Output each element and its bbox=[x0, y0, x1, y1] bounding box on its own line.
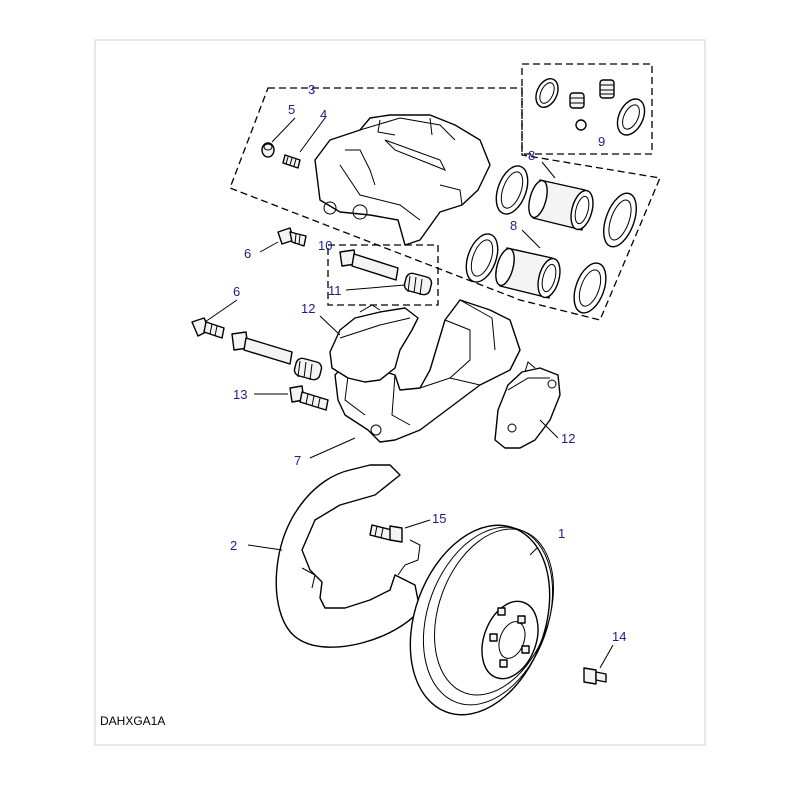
lower-piston-seals bbox=[465, 233, 607, 314]
outer-brake-pad bbox=[494, 361, 561, 449]
callout-15: 15 bbox=[432, 511, 446, 526]
dust-shield bbox=[275, 464, 421, 648]
callout-8-upper: 8 bbox=[528, 148, 535, 163]
caliper-body bbox=[314, 114, 491, 246]
callout-12-inner-pad: 12 bbox=[301, 301, 315, 316]
guide-bush-lower bbox=[293, 357, 323, 381]
bleed-screw bbox=[282, 154, 301, 169]
callout-3: 3 bbox=[308, 82, 315, 97]
callout-9: 9 bbox=[598, 134, 605, 149]
lower-mounting-bolt bbox=[191, 317, 225, 339]
bleed-cap bbox=[261, 142, 275, 158]
guide-pin-lower bbox=[231, 331, 293, 365]
callout-6-lower: 6 bbox=[233, 284, 240, 299]
callout-5: 5 bbox=[288, 102, 295, 117]
brake-disc bbox=[409, 524, 554, 716]
shield-bolt bbox=[369, 524, 403, 543]
caliper-kit-group-boundary bbox=[229, 87, 661, 321]
guide-pin-upper bbox=[339, 249, 399, 281]
callout-2: 2 bbox=[230, 538, 237, 553]
callout-7: 7 bbox=[294, 453, 301, 468]
callout-11: 11 bbox=[328, 283, 342, 298]
callout-6-upper: 6 bbox=[244, 246, 251, 261]
callout-13: 13 bbox=[233, 387, 247, 402]
guide-bush-upper bbox=[403, 272, 433, 296]
inner-brake-pad bbox=[329, 304, 419, 383]
callout-4: 4 bbox=[320, 107, 327, 122]
callout-14: 14 bbox=[612, 629, 626, 644]
callout-1: 1 bbox=[558, 526, 565, 541]
seal-kit-parts bbox=[535, 78, 646, 136]
disc-retaining-screw bbox=[583, 667, 607, 685]
callout-12-outer-pad: 12 bbox=[561, 431, 575, 446]
leader-lines bbox=[204, 117, 614, 669]
guide-pin-group-boundary bbox=[327, 244, 439, 306]
carrier-bolt bbox=[289, 385, 329, 411]
drawing-code: DAHXGA1A bbox=[100, 714, 165, 728]
callout-8-lower: 8 bbox=[510, 218, 517, 233]
upper-piston-seals bbox=[495, 165, 637, 248]
callout-10: 10 bbox=[318, 238, 332, 253]
caliper-carrier bbox=[334, 299, 521, 443]
upper-mounting-bolt bbox=[277, 227, 307, 247]
